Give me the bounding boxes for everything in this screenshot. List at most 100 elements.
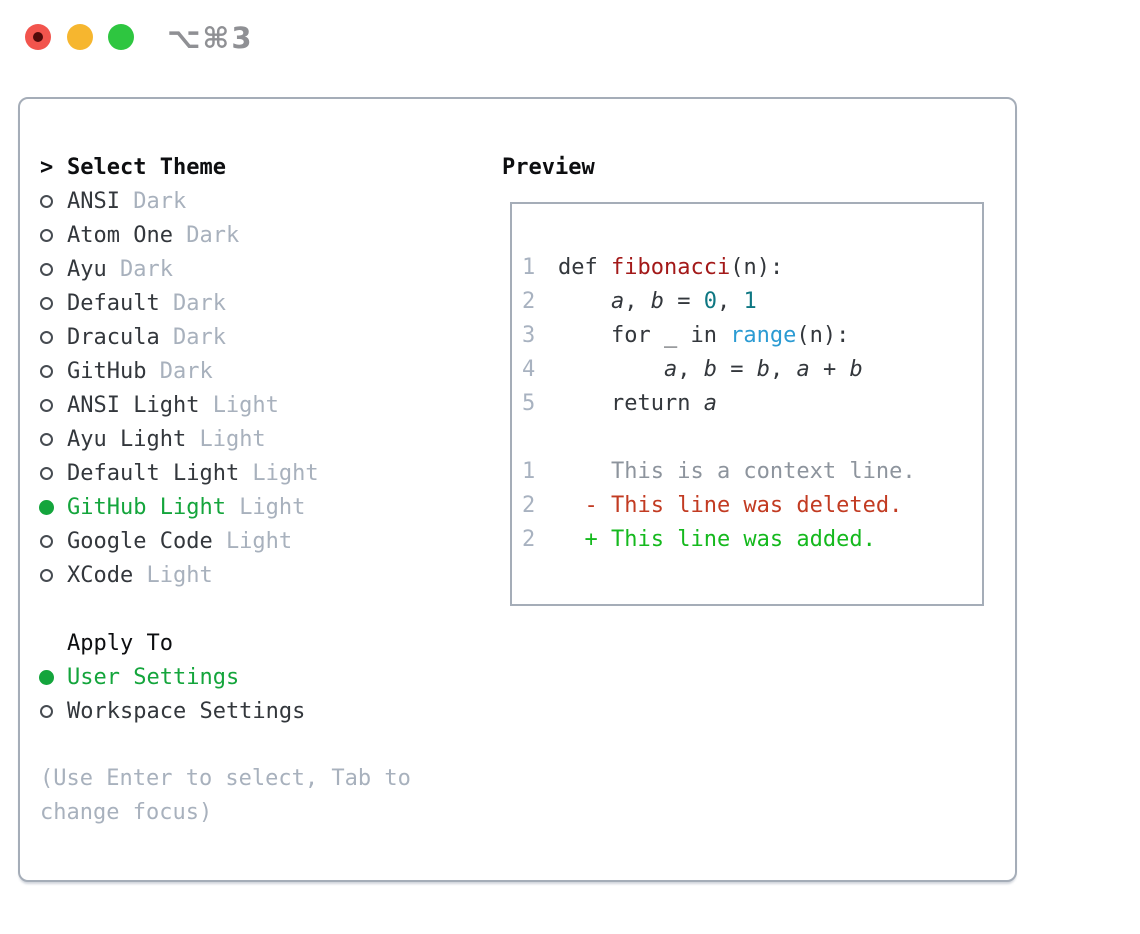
theme-name: XCode	[67, 562, 134, 588]
theme-name: ANSI	[67, 188, 120, 214]
code-segment: b	[703, 356, 717, 382]
theme-name: GitHub Light	[67, 494, 226, 520]
theme-option[interactable]: GitHub Light Light	[39, 490, 470, 524]
selected-radio-icon	[39, 669, 67, 685]
theme-option[interactable]: Ayu Light Light	[40, 422, 470, 456]
code-line: 2 - This line was deleted.	[522, 488, 982, 522]
apply-to-option[interactable]: User Settings	[39, 660, 470, 694]
radio-icon	[40, 534, 67, 548]
theme-variant-badge: Light	[199, 426, 266, 452]
theme-variant-badge: Light	[225, 528, 293, 554]
help-text: (Use Enter to select, Tab to change focu…	[40, 766, 425, 825]
code-content: - This line was deleted.	[558, 493, 902, 518]
prompt-caret-icon: >	[40, 154, 54, 180]
line-number: 2	[522, 288, 536, 314]
code-segment: ,	[624, 288, 651, 314]
code-segment: for _ in	[558, 322, 731, 348]
theme-option[interactable]: Default Dark	[40, 286, 470, 320]
code-segment: a	[663, 356, 678, 382]
theme-variant-badge: Light	[212, 392, 279, 418]
code-segment: +	[809, 356, 850, 382]
theme-name: GitHub	[67, 358, 147, 384]
code-content: This is a context line.	[558, 459, 916, 484]
line-number: 1	[522, 254, 536, 280]
theme-name: Google Code	[67, 528, 213, 554]
radio-icon	[40, 228, 67, 242]
code-content: a, b = 0, 1	[558, 289, 757, 314]
select-theme-header: > Select Theme	[40, 150, 470, 184]
minimize-button[interactable]	[67, 24, 93, 50]
code-content: return a	[558, 391, 717, 416]
code-segment: a	[796, 356, 810, 382]
radio-icon	[40, 398, 67, 412]
code-segment: 1	[743, 288, 757, 314]
code-content: + This line was added.	[558, 526, 876, 552]
code-segment: return	[558, 390, 704, 416]
radio-icon	[40, 262, 67, 276]
radio-icon	[40, 330, 67, 344]
theme-name: Ayu Light	[67, 426, 187, 452]
code-content: def fibonacci(n):	[558, 255, 783, 280]
code-line: 1 def fibonacci(n):	[522, 250, 982, 284]
radio-icon	[40, 704, 67, 718]
selected-radio-icon	[39, 499, 67, 515]
theme-variant-badge: Dark	[119, 256, 173, 282]
theme-name: Default	[67, 290, 160, 316]
theme-variant-badge: Dark	[159, 358, 213, 384]
code-content: a, b = b, a + b	[558, 357, 863, 382]
code-content: for _ in range(n):	[558, 323, 849, 348]
code-line: 3 for _ in range(n):	[522, 318, 982, 352]
theme-name: Ayu	[67, 256, 107, 282]
radio-icon	[40, 568, 67, 582]
code-line: 2 a, b = 0, 1	[522, 284, 982, 318]
code-segment: a	[610, 288, 625, 314]
theme-name: Default Light	[67, 460, 240, 486]
code-segment: =	[663, 288, 704, 314]
code-segment: ,	[769, 356, 797, 382]
code-segment: ,	[677, 356, 704, 382]
apply-to-option-label: User Settings	[67, 664, 240, 690]
code-segment: + This line was added.	[558, 526, 876, 552]
theme-option[interactable]: GitHub Dark	[40, 354, 470, 388]
code-line: 1 This is a context line.	[522, 454, 982, 488]
theme-option[interactable]: Ayu Dark	[40, 252, 470, 286]
theme-name: Dracula	[67, 324, 160, 350]
theme-option[interactable]: Google Code Light	[40, 524, 470, 558]
theme-name: Atom One	[67, 222, 173, 248]
radio-icon	[40, 466, 67, 480]
code-segment: b	[849, 356, 863, 382]
zoom-button[interactable]	[108, 24, 134, 50]
apply-to-option[interactable]: Workspace Settings	[40, 694, 470, 728]
apply-to-label: Apply To	[67, 630, 173, 656]
radio-icon	[40, 296, 67, 310]
theme-variant-badge: Light	[239, 494, 306, 520]
theme-option[interactable]: Dracula Dark	[40, 320, 470, 354]
code-line: 5 return a	[522, 386, 982, 420]
code-segment: b	[650, 288, 664, 314]
theme-variant-badge: Dark	[172, 324, 226, 350]
line-number: 1	[522, 458, 536, 484]
code-line	[522, 420, 982, 454]
theme-variant-badge: Dark	[172, 290, 226, 316]
line-number: 2	[522, 492, 536, 518]
code-segment: This is a context line.	[558, 458, 916, 484]
line-number: 5	[522, 390, 536, 416]
close-button[interactable]	[25, 24, 51, 50]
record-dot-icon	[33, 32, 43, 42]
radio-icon	[40, 364, 67, 378]
code-segment: a	[703, 390, 717, 416]
line-number: 2	[522, 526, 536, 552]
code-segment: (n):	[730, 254, 784, 280]
code-segment	[558, 357, 664, 382]
code-segment: ,	[716, 288, 744, 314]
